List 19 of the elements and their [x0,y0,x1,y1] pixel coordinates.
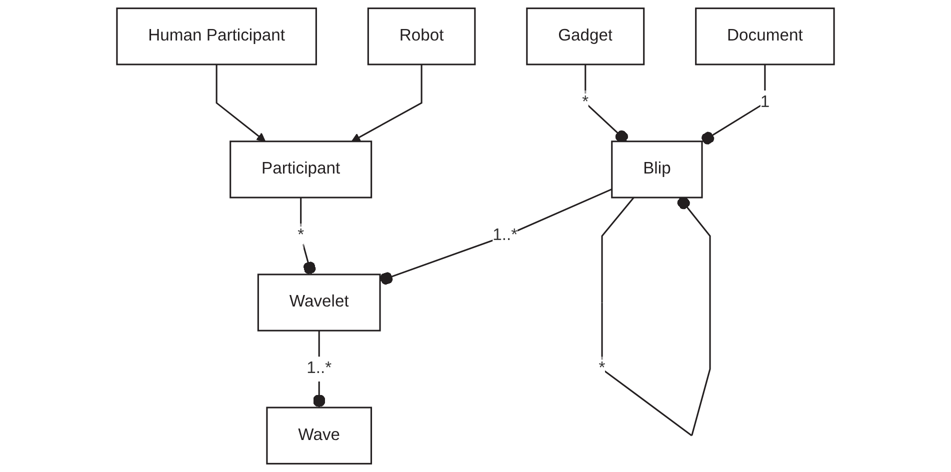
node-box: Document [695,8,835,66]
edge-label: 1..* [492,226,518,244]
edge-label: 1..* [306,360,332,378]
node-box: Participant [230,140,372,198]
arrow [351,64,422,142]
edge-label: * [298,226,304,244]
node-box: Wave [266,406,372,464]
arrow [216,64,266,142]
edge-label: * [582,94,589,112]
connector [300,198,316,275]
node-box: Wavelet [257,274,381,332]
connector [380,188,612,285]
node-box: Robot [367,8,476,66]
node-box: Blip [611,140,703,198]
connector [584,64,628,143]
node-box: Human Participant [116,8,317,66]
node-box: Gadget [526,8,645,66]
edge-label: 1 [760,94,770,112]
edge-label: * [598,360,606,378]
